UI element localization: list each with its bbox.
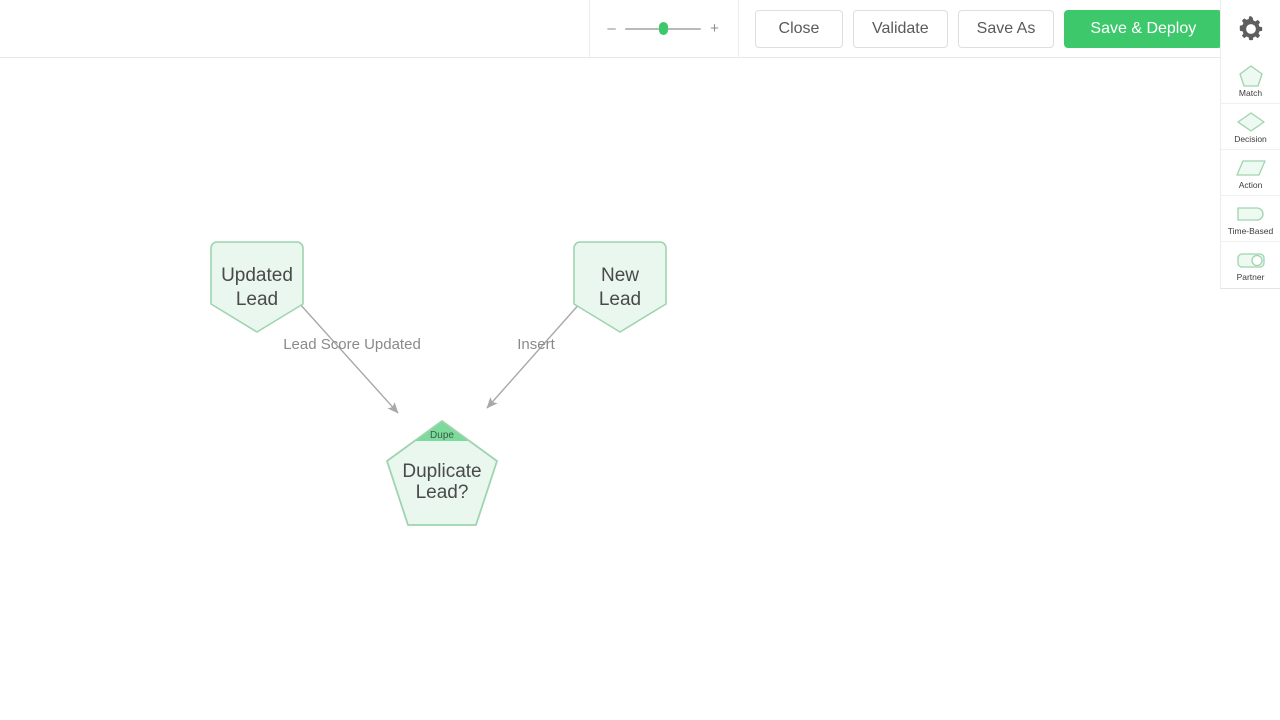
zoom-in-button[interactable]: + [710,20,719,37]
node-duplicate-lead[interactable]: Dupe Duplicate Lead? [380,418,504,526]
node-label-line2: Lead [599,289,641,310]
palette-label: Time-Based [1227,225,1274,236]
zoom-out-button[interactable]: – [607,20,616,37]
palette-label: Match [1238,87,1263,98]
toolbar-action-buttons: Close Validate Save As Save & Deploy [739,9,1223,48]
node-new-lead[interactable]: New Lead [573,241,667,333]
node-shape-pentagon [387,421,497,525]
zoom-control-group: – + [606,0,739,58]
settings-button[interactable] [1220,0,1280,58]
gear-icon [1236,14,1266,44]
node-shape-pentagon-outline [386,420,498,526]
edge-label-lead-score-updated: Lead Score Updated [283,336,421,353]
rounded-rect-icon [1235,202,1267,226]
parallelogram-icon [1235,156,1267,180]
edge-label-insert: Insert [517,336,555,353]
palette-item-action[interactable]: Action [1221,150,1280,196]
palette-item-partner[interactable]: Partner [1221,242,1280,288]
close-button[interactable]: Close [755,9,843,48]
node-shape-shield [573,241,667,333]
shape-palette: Match Decision Action [1220,58,1280,289]
top-toolbar: – + Close Validate Save As Save & Deploy [0,0,1280,58]
validate-button[interactable]: Validate [853,9,948,48]
node-shape-shield [210,241,304,333]
diamond-icon [1236,110,1266,134]
node-label-line2: Lead [236,289,278,310]
palette-item-time-based[interactable]: Time-Based [1221,196,1280,242]
toolbar-right-controls: – + Close Validate Save As Save & Deploy [590,0,1280,58]
palette-label: Partner [1236,272,1265,283]
zoom-slider[interactable] [625,21,701,36]
save-as-button[interactable]: Save As [957,9,1055,48]
node-label-line2: Lead? [416,482,469,503]
save-and-deploy-button[interactable]: Save & Deploy [1064,9,1223,48]
palette-item-decision[interactable]: Decision [1221,104,1280,150]
node-badge-label: Dupe [430,430,454,441]
toolbar-left-spacer [0,0,590,57]
palette-label: Action [1238,179,1263,190]
palette-label: Decision [1234,133,1267,144]
node-label-line1: Updated [221,265,293,286]
node-updated-lead[interactable]: Updated Lead [210,241,304,333]
palette-item-match[interactable]: Match [1221,58,1280,104]
flow-canvas[interactable]: Lead Score Updated Insert Updated Lead N… [0,58,1280,720]
pentagon-icon [1238,64,1264,88]
zoom-slider-thumb[interactable] [658,21,668,35]
rect-circle-icon [1235,248,1267,272]
node-label-line1: Duplicate [402,461,481,482]
node-label-line1: New [601,265,639,286]
